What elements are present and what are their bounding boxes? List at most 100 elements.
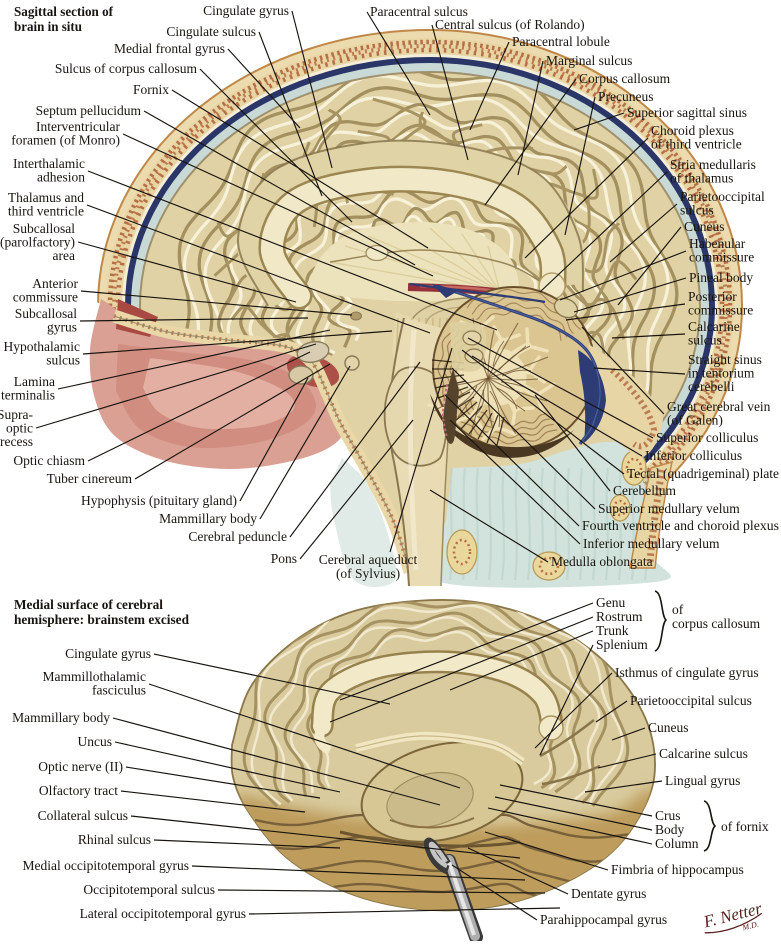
svg-text:Cuneus: Cuneus bbox=[648, 720, 689, 735]
svg-text:hemisphere: brainstem excised: hemisphere: brainstem excised bbox=[14, 612, 189, 627]
svg-text:Optic nerve (II): Optic nerve (II) bbox=[38, 759, 123, 774]
svg-text:Interthalamic: Interthalamic bbox=[13, 156, 85, 171]
svg-text:Mammillary body: Mammillary body bbox=[159, 511, 257, 526]
svg-text:Fimbria of hippocampus: Fimbria of hippocampus bbox=[611, 862, 744, 877]
svg-text:Cingulate sulcus: Cingulate sulcus bbox=[166, 24, 256, 39]
svg-text:Parahippocampal gyrus: Parahippocampal gyrus bbox=[540, 912, 667, 927]
svg-text:Central sulcus (of Rolando): Central sulcus (of Rolando) bbox=[435, 17, 585, 32]
svg-text:Precuneus: Precuneus bbox=[598, 89, 653, 104]
svg-text:Lingual gyrus: Lingual gyrus bbox=[665, 773, 740, 788]
svg-text:of fornix: of fornix bbox=[721, 819, 769, 834]
svg-text:(parolfactory): (parolfactory) bbox=[0, 235, 75, 250]
svg-text:of third ventricle: of third ventricle bbox=[651, 137, 742, 152]
svg-text:Paracentral lobule: Paracentral lobule bbox=[512, 34, 610, 49]
svg-text:Anterior: Anterior bbox=[32, 276, 78, 291]
svg-text:Interventricular: Interventricular bbox=[36, 119, 120, 134]
svg-text:Genu: Genu bbox=[596, 595, 625, 610]
svg-text:Sulcus of corpus callosum: Sulcus of corpus callosum bbox=[55, 61, 198, 76]
svg-text:Trunk: Trunk bbox=[596, 623, 629, 638]
svg-text:Occipitotemporal sulcus: Occipitotemporal sulcus bbox=[83, 882, 215, 897]
svg-text:Crus: Crus bbox=[655, 808, 681, 823]
svg-text:Cuneus: Cuneus bbox=[684, 219, 725, 234]
svg-text:Pons: Pons bbox=[271, 551, 297, 566]
svg-text:Cerebral peduncle: Cerebral peduncle bbox=[188, 529, 287, 544]
svg-text:Tectal (quadrigeminal) plate: Tectal (quadrigeminal) plate bbox=[627, 466, 779, 481]
svg-text:sulcus: sulcus bbox=[46, 353, 80, 368]
svg-text:Uncus: Uncus bbox=[78, 734, 113, 749]
svg-text:Splenium: Splenium bbox=[596, 637, 648, 652]
svg-text:Tuber cinereum: Tuber cinereum bbox=[47, 471, 133, 486]
svg-text:Parietooccipital sulcus: Parietooccipital sulcus bbox=[630, 693, 752, 708]
svg-text:Superior medullary velum: Superior medullary velum bbox=[598, 501, 740, 516]
svg-text:Inferior medullary velum: Inferior medullary velum bbox=[583, 536, 720, 551]
svg-text:Septum pellucidum: Septum pellucidum bbox=[36, 103, 142, 118]
svg-text:Column: Column bbox=[655, 836, 699, 851]
svg-text:Medial frontal gyrus: Medial frontal gyrus bbox=[114, 41, 225, 56]
svg-text:Body: Body bbox=[655, 822, 685, 837]
svg-text:Fourth ventricle and choroid p: Fourth ventricle and choroid plexus bbox=[582, 518, 779, 533]
svg-text:Stria medullaris: Stria medullaris bbox=[670, 157, 756, 172]
svg-text:Subcallosal: Subcallosal bbox=[13, 221, 75, 236]
svg-text:(of Sylvius): (of Sylvius) bbox=[336, 566, 400, 581]
svg-text:cerebelli: cerebelli bbox=[688, 379, 735, 394]
svg-text:of: of bbox=[672, 602, 684, 617]
svg-text:Medulla oblongata: Medulla oblongata bbox=[551, 554, 653, 569]
svg-text:Choroid plexus: Choroid plexus bbox=[651, 123, 734, 138]
svg-text:Subcallosal: Subcallosal bbox=[15, 306, 77, 321]
svg-text:brain in situ: brain in situ bbox=[14, 19, 82, 34]
svg-text:in tentorium: in tentorium bbox=[688, 366, 755, 381]
svg-text:third ventricle: third ventricle bbox=[8, 204, 84, 219]
svg-text:Isthmus of cingulate gyrus: Isthmus of cingulate gyrus bbox=[615, 665, 759, 680]
svg-text:Mammillothalamic: Mammillothalamic bbox=[43, 669, 146, 684]
svg-text:recess: recess bbox=[0, 434, 33, 449]
svg-text:Pineal body: Pineal body bbox=[689, 270, 753, 285]
svg-text:(of Galen): (of Galen) bbox=[667, 413, 723, 428]
svg-text:Posterior: Posterior bbox=[688, 289, 737, 304]
svg-text:Rostrum: Rostrum bbox=[596, 609, 643, 624]
svg-text:gyrus: gyrus bbox=[47, 320, 77, 335]
svg-text:Medial occipitotemporal gyrus: Medial occipitotemporal gyrus bbox=[23, 858, 189, 873]
svg-text:Straight sinus: Straight sinus bbox=[688, 352, 762, 367]
svg-text:Lamina: Lamina bbox=[14, 374, 55, 389]
svg-text:Superior sagittal sinus: Superior sagittal sinus bbox=[627, 105, 747, 120]
svg-text:commissure: commissure bbox=[13, 290, 78, 305]
svg-text:Cingulate gyrus: Cingulate gyrus bbox=[65, 646, 151, 661]
svg-text:Parietooccipital: Parietooccipital bbox=[680, 189, 765, 204]
svg-text:Collateral sulcus: Collateral sulcus bbox=[38, 808, 128, 823]
svg-text:Cerebellum: Cerebellum bbox=[613, 483, 676, 498]
svg-text:Paracentral sulcus: Paracentral sulcus bbox=[370, 4, 468, 19]
svg-text:optic: optic bbox=[6, 421, 33, 436]
svg-text:corpus callosum: corpus callosum bbox=[672, 616, 761, 631]
svg-text:Supra-: Supra- bbox=[0, 407, 33, 422]
svg-text:Medial surface of cerebral: Medial surface of cerebral bbox=[14, 597, 163, 612]
svg-text:Cerebral aqueduct: Cerebral aqueduct bbox=[319, 552, 418, 567]
svg-text:sulcus: sulcus bbox=[688, 333, 722, 348]
svg-text:foramen (of Monro): foramen (of Monro) bbox=[11, 133, 120, 148]
svg-text:Superior colliculus: Superior colliculus bbox=[656, 430, 758, 445]
svg-text:Inferior colliculus: Inferior colliculus bbox=[645, 448, 742, 463]
svg-text:Habenular: Habenular bbox=[689, 236, 746, 251]
svg-text:Fornix: Fornix bbox=[133, 82, 169, 97]
svg-text:Hypothalamic: Hypothalamic bbox=[4, 339, 80, 354]
svg-text:commissure: commissure bbox=[688, 303, 753, 318]
svg-text:Lateral occipitotemporal gyrus: Lateral occipitotemporal gyrus bbox=[80, 906, 246, 921]
svg-text:Great cerebral vein: Great cerebral vein bbox=[667, 399, 771, 414]
svg-text:fasciculus: fasciculus bbox=[92, 683, 146, 698]
svg-text:of thalamus: of thalamus bbox=[670, 171, 733, 186]
svg-text:Calcarine: Calcarine bbox=[688, 319, 740, 334]
svg-text:Thalamus and: Thalamus and bbox=[8, 190, 84, 205]
svg-text:Cingulate gyrus: Cingulate gyrus bbox=[203, 3, 289, 18]
svg-text:sulcus: sulcus bbox=[680, 203, 714, 218]
svg-text:terminalis: terminalis bbox=[1, 388, 55, 403]
svg-text:Optic chiasm: Optic chiasm bbox=[13, 453, 85, 468]
svg-text:Mammillary body: Mammillary body bbox=[12, 710, 110, 725]
svg-text:adhesion: adhesion bbox=[37, 170, 85, 185]
svg-text:Dentate gyrus: Dentate gyrus bbox=[571, 886, 646, 901]
svg-text:commissure: commissure bbox=[689, 250, 754, 265]
svg-text:Hypophysis (pituitary gland): Hypophysis (pituitary gland) bbox=[81, 493, 237, 508]
svg-text:Olfactory tract: Olfactory tract bbox=[39, 783, 118, 798]
svg-text:Marginal sulcus: Marginal sulcus bbox=[546, 53, 632, 68]
svg-text:Calcarine sulcus: Calcarine sulcus bbox=[659, 746, 748, 761]
svg-text:area: area bbox=[53, 248, 75, 263]
svg-text:Corpus callosum: Corpus callosum bbox=[579, 71, 671, 86]
